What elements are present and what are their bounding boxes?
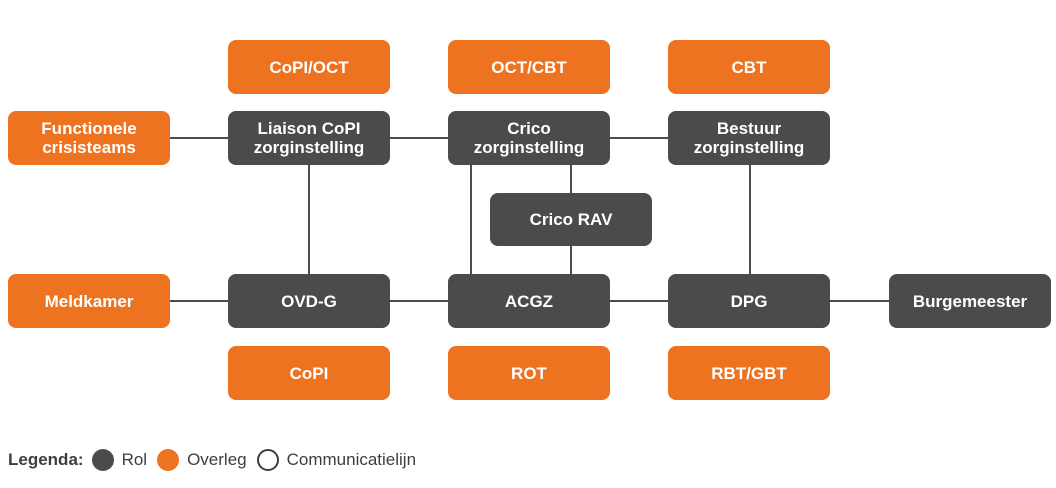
node-rbt-gbt-label: RBT/GBT: [711, 363, 787, 383]
node-ovdg: OVD-G: [228, 274, 390, 328]
node-ovdg-label: OVD-G: [281, 291, 337, 311]
node-cbt-label: CBT: [731, 57, 767, 77]
node-dpg-label: DPG: [730, 291, 768, 311]
communicatielijn-circle-icon: [256, 449, 279, 471]
node-liaison-copi-label: Liaison CoPI zorginstelling: [253, 119, 365, 157]
rol-dot-icon: [91, 449, 114, 471]
legend-overleg-label: Overleg: [187, 450, 247, 469]
node-functionele-crisisteams: Functionele crisisteams: [8, 111, 170, 165]
node-cbt: CBT: [668, 40, 830, 94]
node-copi: CoPI: [228, 346, 390, 400]
node-copi-label: CoPI: [289, 363, 329, 383]
node-bestuur-zorginstelling-label: Bestuur zorginstelling: [693, 119, 805, 157]
legend-communicatielijn-label: Communicatielijn: [286, 450, 417, 469]
legend-rol-label: Rol: [121, 450, 148, 469]
node-crico-zorginstelling: Crico zorginstelling: [448, 111, 610, 165]
node-oct-cbt-label: OCT/CBT: [491, 57, 567, 77]
node-meldkamer: Meldkamer: [8, 274, 170, 328]
node-burgemeester: Burgemeester: [889, 274, 1051, 328]
node-rbt-gbt: RBT/GBT: [668, 346, 830, 400]
legend: Legenda: Rol Overleg Communicatielijn: [8, 446, 426, 474]
legend-item-overleg: Overleg: [157, 449, 247, 471]
node-bestuur-zorginstelling: Bestuur zorginstelling: [668, 111, 830, 165]
node-dpg: DPG: [668, 274, 830, 328]
node-burgemeester-label: Burgemeester: [912, 291, 1028, 311]
legend-item-communicatielijn: Communicatielijn: [256, 449, 417, 471]
node-rot: ROT: [448, 346, 610, 400]
node-oct-cbt: OCT/CBT: [448, 40, 610, 94]
legend-item-rol: Rol: [91, 449, 148, 471]
node-crico-rav: Crico RAV: [490, 193, 652, 246]
node-copi-oct-label: CoPI/OCT: [269, 57, 349, 77]
node-crico-zorginstelling-label: Crico zorginstelling: [473, 119, 585, 157]
legend-title: Legenda:: [8, 450, 84, 469]
node-acgz: ACGZ: [448, 274, 610, 328]
node-copi-oct: CoPI/OCT: [228, 40, 390, 94]
node-liaison-copi: Liaison CoPI zorginstelling: [228, 111, 390, 165]
node-crico-rav-label: Crico RAV: [529, 210, 613, 229]
node-acgz-label: ACGZ: [504, 291, 554, 311]
node-functionele-crisisteams-label: Functionele crisisteams: [41, 119, 137, 157]
overleg-dot-icon: [157, 449, 180, 471]
node-rot-label: ROT: [511, 363, 547, 383]
node-meldkamer-label: Meldkamer: [44, 291, 134, 311]
